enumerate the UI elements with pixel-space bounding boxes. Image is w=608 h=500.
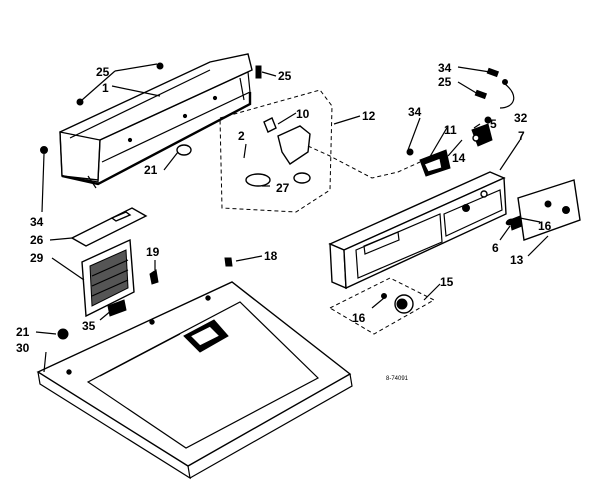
callout-18: 18 <box>264 249 278 263</box>
callout-26: 26 <box>30 233 44 247</box>
callout-2: 2 <box>238 129 245 143</box>
callout-21-upper: 21 <box>144 163 158 177</box>
callout-34-upper-right: 34 <box>438 61 452 75</box>
screw-part-34-left <box>40 146 48 154</box>
callout-13: 13 <box>510 253 524 267</box>
leader-lines <box>35 63 549 373</box>
top-panel-part-30 <box>36 281 353 480</box>
callout-25-right: 25 <box>438 75 452 89</box>
screws-and-wire-upper-right <box>474 67 515 109</box>
switch-assembly <box>406 116 493 177</box>
bracket-part-13 <box>517 179 581 241</box>
callout-7: 7 <box>518 129 525 143</box>
clip-part-19 <box>149 269 159 285</box>
callout-15: 15 <box>440 275 454 289</box>
callout-34-center-right: 34 <box>408 105 422 119</box>
callout-1: 1 <box>102 81 109 95</box>
callout-6: 6 <box>492 241 499 255</box>
callout-14: 14 <box>452 151 466 165</box>
bumper-part-18 <box>224 257 233 267</box>
callout-29: 29 <box>30 251 44 265</box>
callout-27: 27 <box>276 181 290 195</box>
callout-32: 32 <box>514 111 528 125</box>
bumper-part-21-lower <box>57 328 69 340</box>
callout-34-left: 34 <box>30 215 44 229</box>
backsplash-console <box>59 53 253 189</box>
callout-10: 10 <box>296 107 310 121</box>
callout-30: 30 <box>16 341 30 355</box>
knob-part-21-upper <box>176 144 192 156</box>
spring-part-6 <box>505 218 515 226</box>
control-panel-part-7 <box>328 171 507 290</box>
controls-cluster-part-12 <box>219 89 421 213</box>
lint-screen-part-29 <box>81 238 135 318</box>
callout-25-upper-right: 25 <box>278 69 292 83</box>
callout-25-upper-left: 25 <box>96 65 110 79</box>
callout-16-lower: 16 <box>352 311 366 325</box>
callout-16-right: 16 <box>538 219 552 233</box>
callout-35: 35 <box>82 319 96 333</box>
callout-12: 12 <box>362 109 376 123</box>
timer-knob-part-15 <box>328 277 436 335</box>
screw-25-right <box>255 65 262 79</box>
plate-part-26 <box>70 207 148 247</box>
callout-5: 5 <box>490 117 497 131</box>
callout-11: 11 <box>444 123 457 137</box>
callout-labels: 25 1 25 10 12 2 27 21 34 26 29 19 18 35 … <box>16 61 552 382</box>
callout-21-lower: 21 <box>16 325 30 339</box>
callout-19: 19 <box>146 245 160 259</box>
reference-code: 8-74091 <box>386 376 409 382</box>
